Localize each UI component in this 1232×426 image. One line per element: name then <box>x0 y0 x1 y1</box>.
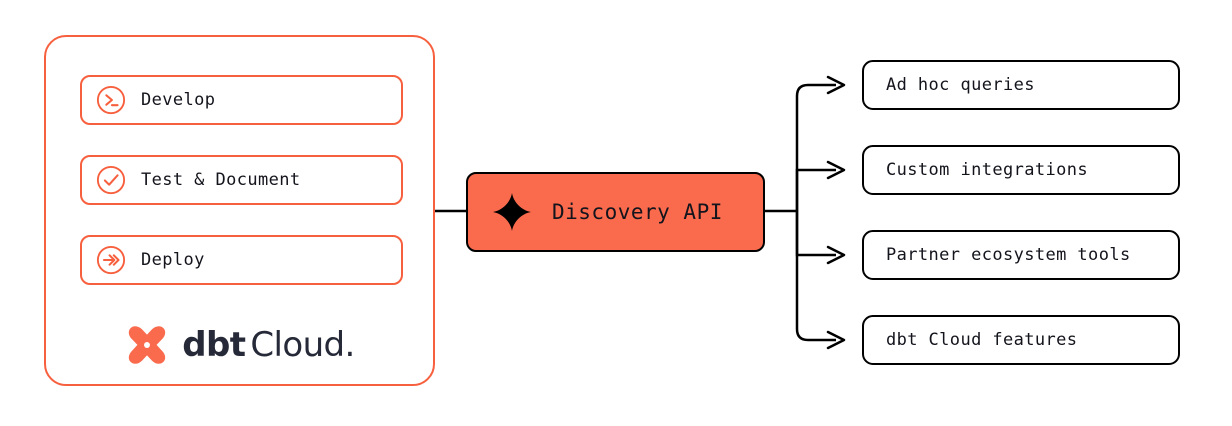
output-custom-integrations-label: Custom integrations <box>886 160 1089 180</box>
output-dbt-cloud-features[interactable]: dbt Cloud features <box>862 315 1180 365</box>
discovery-api-node[interactable]: Discovery API <box>466 172 765 252</box>
stage-deploy-label: Deploy <box>141 250 205 270</box>
output-ad-hoc-queries[interactable]: Ad hoc queries <box>862 60 1180 110</box>
stage-test-document[interactable]: Test & Document <box>80 155 403 205</box>
arrowhead-3 <box>826 245 846 265</box>
output-custom-integrations[interactable]: Custom integrations <box>862 145 1180 195</box>
dbt-wordmark-dot: . <box>344 325 356 365</box>
output-partner-ecosystem-tools[interactable]: Partner ecosystem tools <box>862 230 1180 280</box>
arrowhead-1 <box>826 75 846 95</box>
connector-branch-3 <box>795 211 836 257</box>
check-circle-icon <box>96 165 126 195</box>
stage-develop-label: Develop <box>141 90 216 110</box>
output-ad-hoc-queries-label: Ad hoc queries <box>886 75 1035 95</box>
connector-branch-2 <box>795 168 836 211</box>
output-partner-ecosystem-tools-label: Partner ecosystem tools <box>886 245 1131 265</box>
dbt-wordmark-bold: dbt <box>182 325 246 365</box>
connector-branch-1 <box>795 83 836 211</box>
stage-deploy[interactable]: Deploy <box>80 235 403 285</box>
output-dbt-cloud-features-label: dbt Cloud features <box>886 330 1078 350</box>
terminal-prompt-icon <box>96 85 126 115</box>
arrowhead-2 <box>826 160 846 180</box>
discovery-api-label: Discovery API <box>552 200 723 224</box>
stage-develop[interactable]: Develop <box>80 75 403 125</box>
dbt-wordmark-light: Cloud <box>250 325 345 365</box>
double-chevron-arrow-circle-icon <box>96 245 126 275</box>
connector-branch-4 <box>795 211 836 342</box>
sparkle-icon <box>493 193 531 231</box>
dbt-x-logo-icon <box>129 326 166 364</box>
stage-test-document-label: Test & Document <box>141 170 301 190</box>
arrowhead-4 <box>826 330 846 350</box>
